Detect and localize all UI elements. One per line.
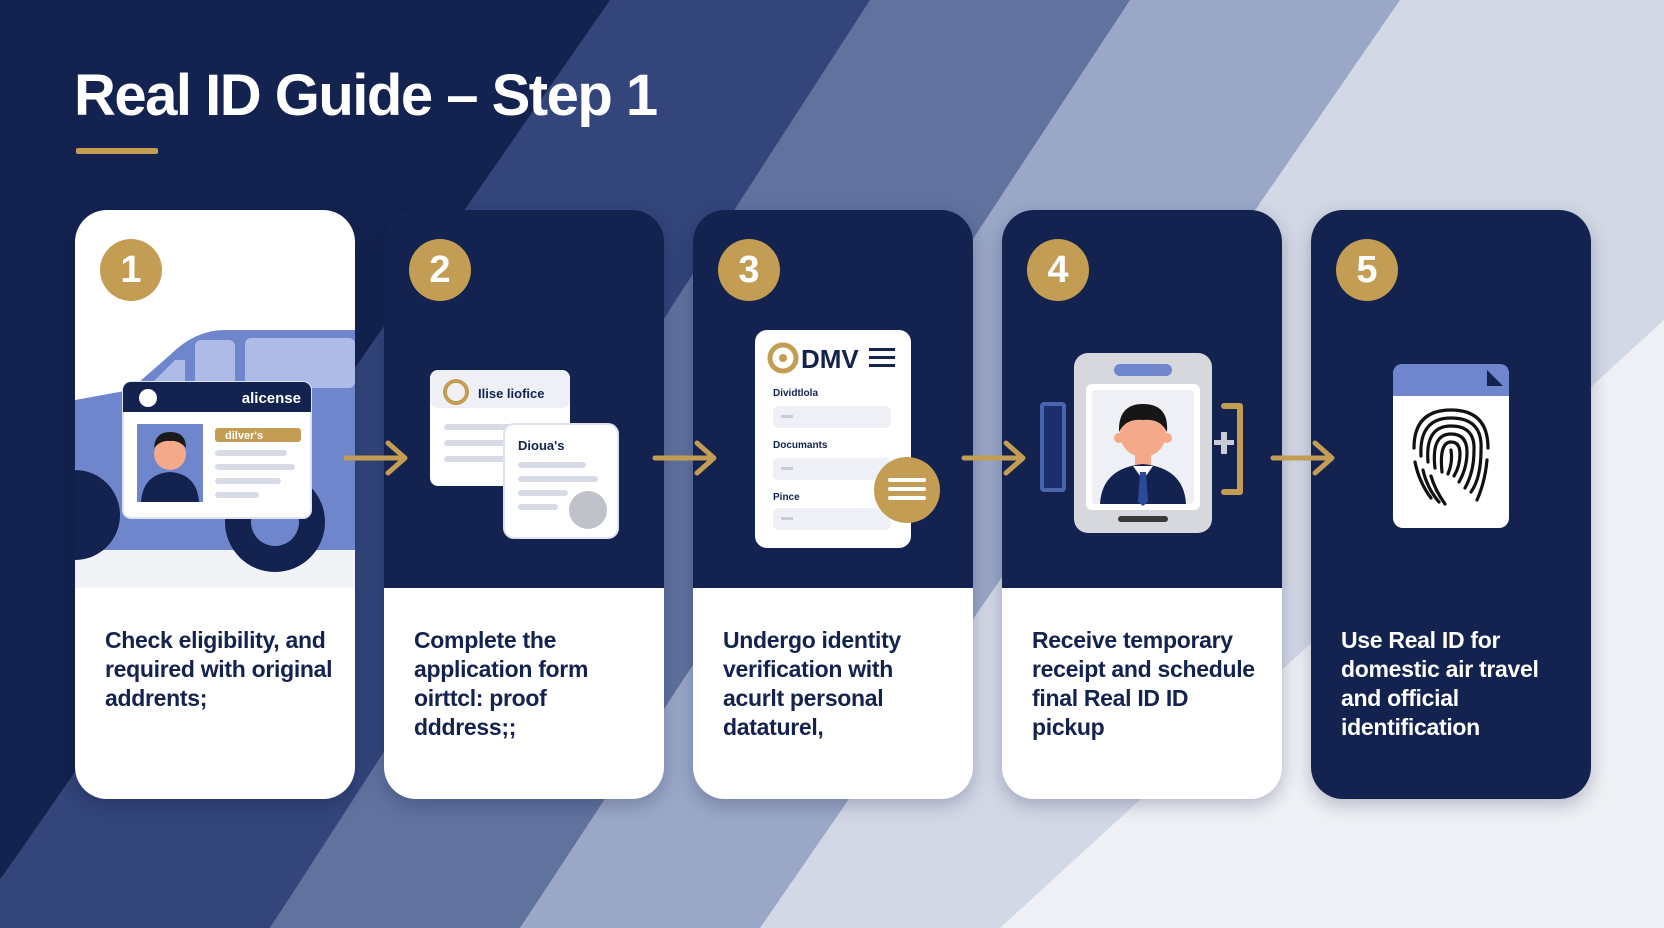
step-card-5: 5 Use Real ID for domestic air travel an… [1311, 210, 1591, 799]
step-card-2: 2 Ilise liofice Dioua's Complete the app… [384, 210, 664, 799]
step-number-badge: 1 [100, 239, 162, 301]
document-title-text: Dioua's [518, 438, 564, 453]
fingerprint-document-icon [1393, 364, 1509, 528]
step-card-4: 4 Receive temporary receipt and schedule… [1002, 210, 1282, 799]
step-number-badge: 3 [718, 239, 780, 301]
form-field-label: Pince [773, 492, 800, 503]
arrow-right-icon [961, 440, 1026, 476]
step-number-badge: 4 [1027, 239, 1089, 301]
dmv-form-icon: DMV Dividtlola Documants Pince [755, 330, 940, 548]
title-underline [76, 148, 158, 154]
step-description: Use Real ID for domestic air travel and … [1341, 627, 1539, 740]
page-title: Real ID Guide – Step 1 [74, 63, 658, 128]
form-field-label: Dividtlola [773, 388, 818, 399]
step-number-badge: 5 [1336, 239, 1398, 301]
arrow-right-icon [343, 440, 408, 476]
step-number-badge: 2 [409, 239, 471, 301]
form-field-label: Documants [773, 440, 828, 451]
step-description: Complete the application form oirttcl: p… [414, 627, 589, 740]
step-description: Undergo identity verification with acurl… [723, 627, 901, 740]
form-title-text: Ilise liofice [478, 386, 544, 401]
step-card-1: 1 alicense dilver's Check eligibility, a… [75, 210, 355, 799]
step-description: Check eligibility, and required with ori… [105, 627, 333, 711]
car-and-license-icon: alicense dilver's [75, 330, 355, 588]
step-description: Receive temporary receipt and schedule f… [1032, 627, 1255, 740]
application-documents-icon: Ilise liofice Dioua's [430, 370, 619, 539]
photo-id-device-icon [1040, 353, 1243, 533]
license-header-text: alicense [242, 390, 301, 407]
arrow-right-icon [652, 440, 717, 476]
dmv-logo-text: DMV [801, 344, 859, 374]
arrow-right-icon [1270, 440, 1335, 476]
license-tag-text: dilver's [225, 430, 263, 442]
step-card-3: 3 DMV Dividtlola Documants Pince Undergo… [693, 210, 973, 799]
